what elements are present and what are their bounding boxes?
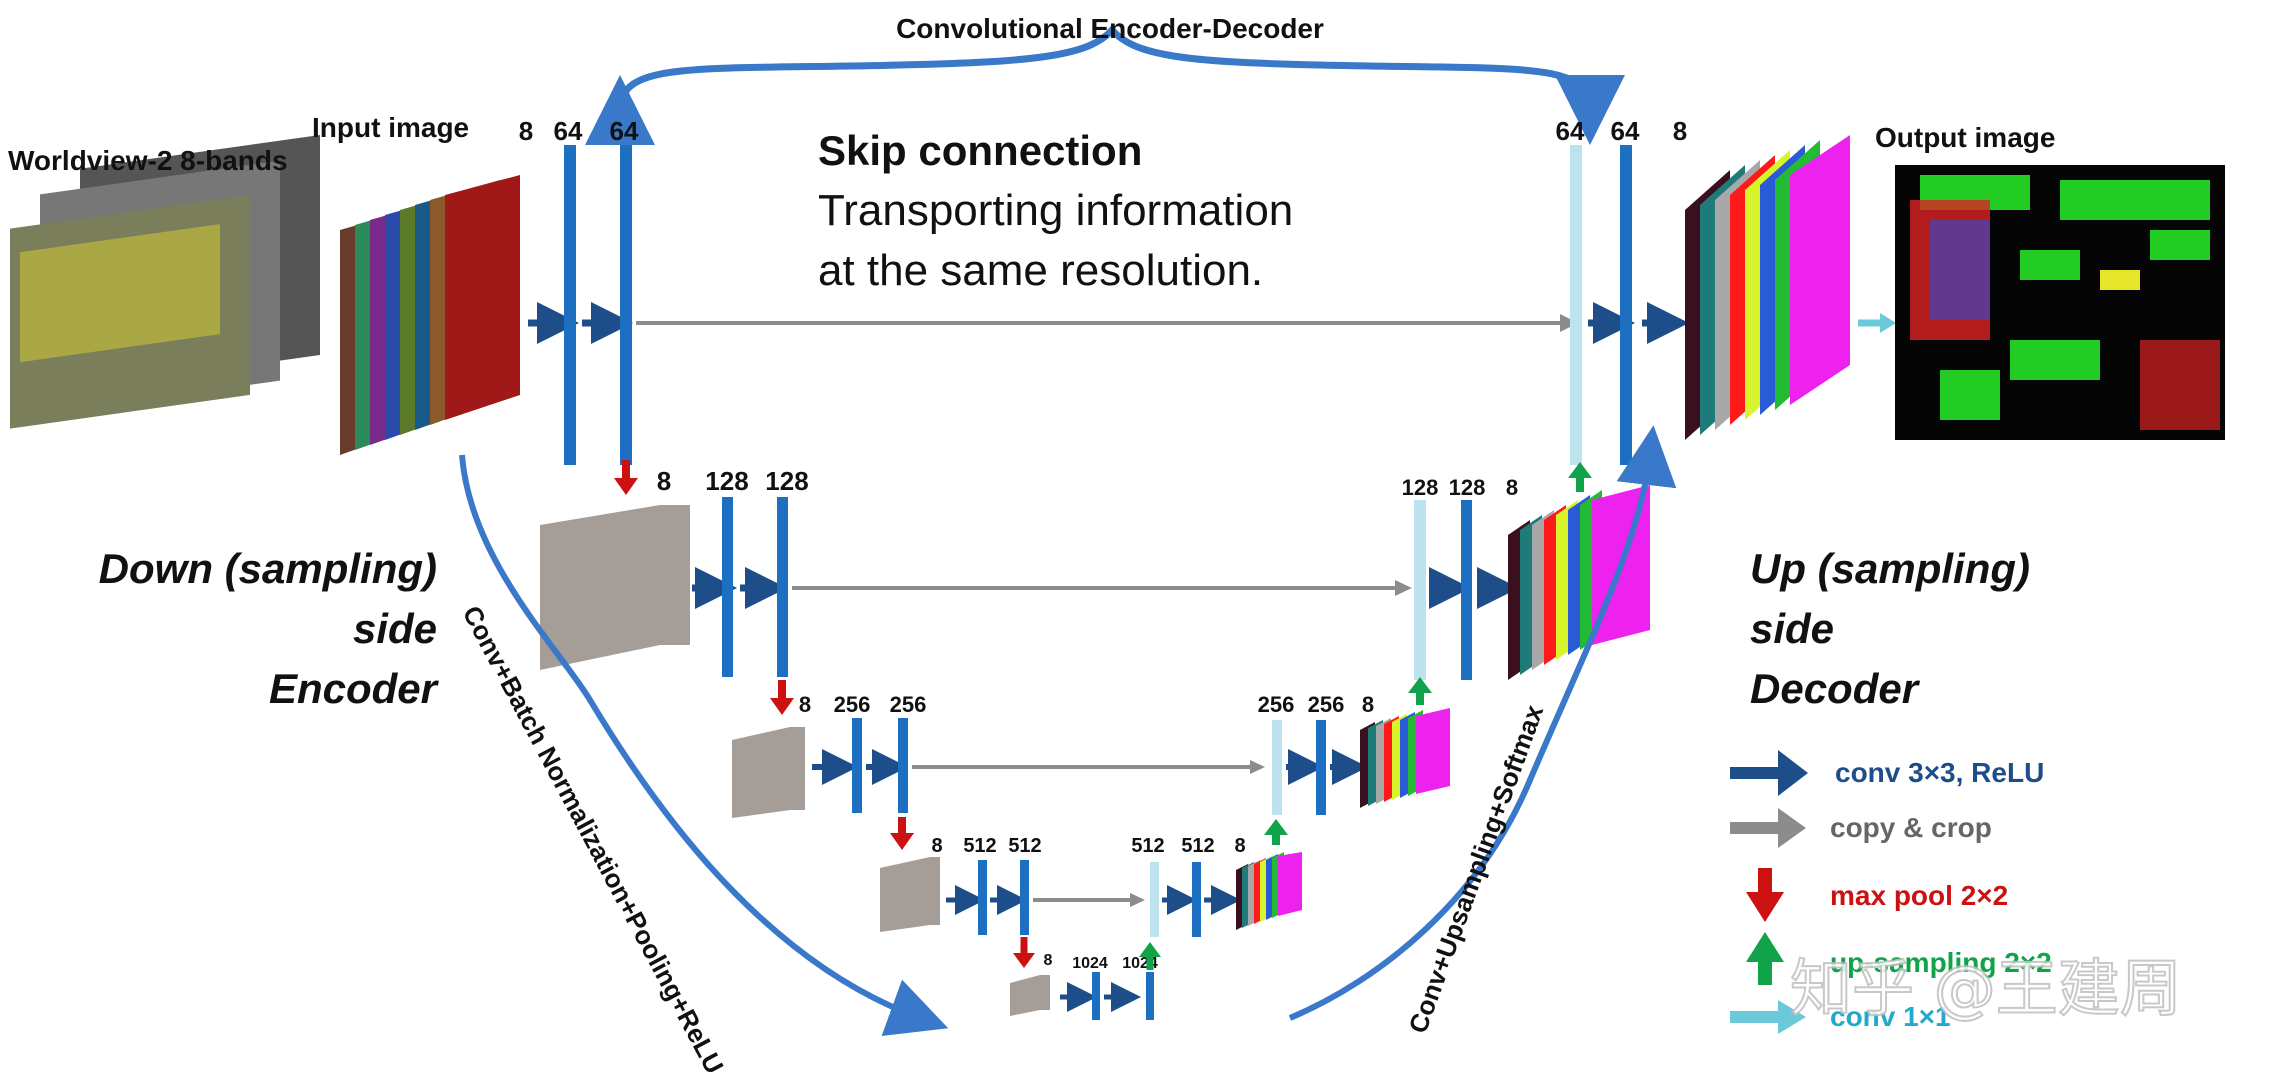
worldview-image-stack: [10, 135, 320, 429]
l2-enc-ch-0: 8: [657, 466, 671, 496]
l4-enc-ch-2: 512: [1008, 835, 1041, 857]
l3-dec-bar-1: [1272, 720, 1282, 815]
decoder-side-line3: Decoder: [1750, 665, 1921, 712]
l1-enc-ch-1: 64: [554, 116, 583, 146]
l2-dec-bar-1: [1414, 500, 1426, 680]
l5-bar-1: [1092, 972, 1100, 1020]
l2-output-stack: [1508, 485, 1650, 680]
l3-dec-bar-2: [1316, 720, 1326, 815]
l2-dec-ch-1: 128: [1449, 475, 1486, 500]
legend-conv: conv 3×3, ReLU: [1835, 757, 2044, 788]
encoder-curve: [459, 454, 949, 1036]
worldview-label: Worldview-2 8-bands: [8, 145, 288, 176]
l4-dec-bar-2: [1192, 862, 1201, 937]
legend: conv 3×3, ReLU copy & crop max pool 2×2 …: [1730, 750, 2052, 1034]
l2-enc-ch-1: 128: [705, 466, 748, 496]
l2-enc-bar-2: [777, 497, 788, 677]
l4-enc-bar-1: [978, 860, 987, 935]
legend-pool: max pool 2×2: [1830, 880, 2008, 911]
l3-output-stack: [1360, 708, 1450, 808]
encoder-side-line1: Down (sampling): [99, 545, 437, 592]
l4-dec-ch-1: 512: [1181, 835, 1214, 857]
top-brace: [584, 24, 1625, 146]
l3-enc-ch-0: 8: [799, 692, 811, 717]
l1-dec-ch-2: 8: [1673, 116, 1687, 146]
l1-enc-ch-0: 8: [519, 116, 533, 146]
l5-bar-2: [1146, 972, 1154, 1020]
l2-enc-ch-2: 128: [765, 466, 808, 496]
l4-enc-bar-2: [1020, 860, 1029, 935]
l4-dec-ch-0: 512: [1131, 835, 1164, 857]
l3-dec-ch-0: 256: [1258, 692, 1295, 717]
l2-enc-stack: [540, 505, 690, 670]
l2-dec-ch-0: 128: [1402, 475, 1439, 500]
skip-line1: Transporting information: [818, 186, 1293, 235]
l1-dec-bar-2: [1620, 145, 1632, 465]
l5-stack: [1010, 975, 1050, 1016]
l1-dec-ch-0: 64: [1556, 116, 1585, 146]
l5-ch-1: 1024: [1072, 955, 1108, 972]
l3-enc-ch-1: 256: [834, 692, 871, 717]
skip-heading: Skip connection: [818, 127, 1142, 174]
l4-enc-ch-0: 8: [931, 835, 942, 857]
l3-dec-ch-2: 8: [1362, 692, 1374, 717]
watermark: 知乎 @王建周: [1790, 952, 2182, 1025]
input-image-label: Input image: [312, 112, 469, 143]
l1-output-stack: [1685, 135, 1850, 440]
output-image-label: Output image: [1875, 122, 2055, 153]
l1-enc-ch-2: 64: [610, 116, 639, 146]
l4-dec-bar-1: [1150, 862, 1159, 937]
decoder-side-line1: Up (sampling): [1750, 545, 2030, 592]
l1-dec-ch-1: 64: [1611, 116, 1640, 146]
legend-conv1: conv 1×1: [1830, 1001, 1951, 1032]
l1-dec-bar-1: [1570, 145, 1582, 465]
legend-upsample: up-sampling 2×2: [1830, 947, 2052, 978]
skip-line2: at the same resolution.: [818, 246, 1263, 295]
l2-dec-bar-2: [1461, 500, 1472, 680]
l3-enc-ch-2: 256: [890, 692, 927, 717]
decoder-curve: [1288, 425, 1677, 1021]
l3-dec-ch-1: 256: [1308, 692, 1345, 717]
decoder-side-line2: side: [1750, 605, 1834, 652]
l4-enc-ch-1: 512: [963, 835, 996, 857]
l1-enc-bar-2: [620, 145, 632, 465]
l4-dec-ch-2: 8: [1234, 835, 1245, 857]
l4-enc-stack: [880, 857, 940, 932]
l5-ch-0: 8: [1044, 952, 1053, 969]
l1-enc-bar-1: [564, 145, 576, 465]
l3-enc-bar-2: [898, 718, 908, 813]
encoder-side-line2: side: [353, 605, 437, 652]
l2-enc-bar-1: [722, 497, 733, 677]
legend-copy: copy & crop: [1830, 812, 1992, 843]
l3-enc-bar-1: [852, 718, 862, 813]
l2-dec-ch-2: 8: [1506, 475, 1518, 500]
encoder-side-line3: Encoder: [269, 665, 440, 712]
output-image: [1895, 165, 2225, 440]
diagram-title: Convolutional Encoder-Decoder: [896, 13, 1324, 44]
l3-enc-stack: [732, 727, 805, 818]
input-bands: [340, 175, 520, 455]
l4-output-stack: [1236, 852, 1302, 930]
